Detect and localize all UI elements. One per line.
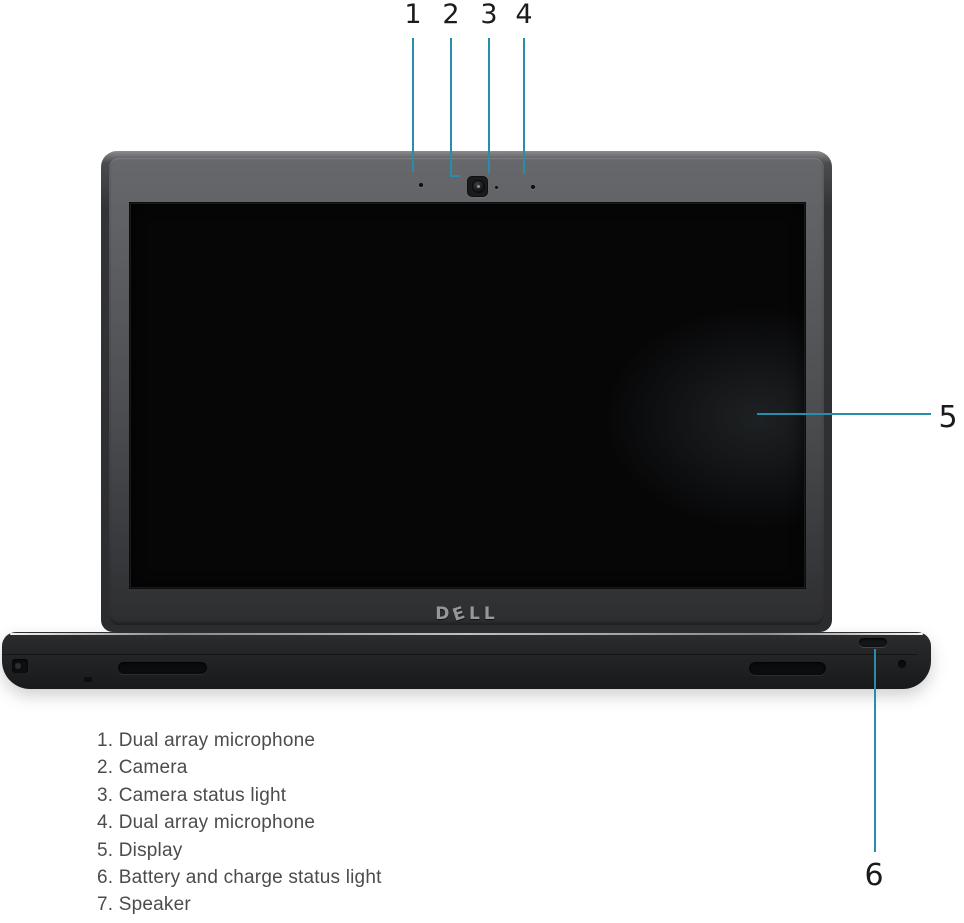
left-edge-vent [12,659,28,673]
legend-list: 1. Dual array microphone 2. Camera 3. Ca… [97,727,382,919]
callout-line-4 [523,38,525,174]
display-bezel: D E L L [109,158,824,626]
callout-line-2 [450,38,452,177]
base-edge-highlight [10,633,923,635]
right-edge-hole [898,660,906,668]
camera-module [467,176,488,197]
legend-item-3: 3. Camera status light [97,784,287,806]
callout-marker-2: 2 [442,0,460,30]
legend-item-2: 2. Camera [97,757,188,779]
callout-marker-4: 4 [515,0,533,30]
callout-line-5 [757,413,931,415]
logo-letter: L [469,604,483,624]
logo-letter: L [483,604,498,624]
camera-lens-icon [472,180,485,193]
callout-line-3 [488,38,490,173]
speaker-slot-right [749,662,826,675]
legend-item-6: 6. Battery and charge status light [97,867,382,889]
legend-item-5: 5. Display [97,839,183,861]
microphone-left-icon [419,183,423,187]
vent-screw-icon [15,663,21,669]
base-seam-line [2,654,917,655]
callout-marker-1: 1 [404,0,422,30]
callout-marker-6: 6 [864,858,884,893]
camera-lens-highlight [477,185,480,188]
callout-line-2-elbow [450,175,460,177]
display-screen [130,203,805,588]
laptop-base [2,632,931,689]
camera-status-light-icon [495,186,498,189]
callout-marker-3: 3 [480,0,498,30]
callout-line-1 [412,38,414,172]
legend-item-1: 1. Dual array microphone [97,730,316,751]
rubber-foot [84,677,92,682]
logo-letter: D [435,604,453,624]
laptop-lid: D E L L [101,151,832,632]
battery-status-light-icon [859,638,887,647]
microphone-right-icon [531,185,535,189]
callout-marker-5: 5 [938,400,958,435]
dell-logo: D E L L [109,602,824,626]
legend-item-7: 7. Speaker [97,894,191,916]
legend-item-4: 4. Dual array microphone [97,812,316,834]
speaker-slot-left [118,662,207,674]
callout-line-6 [874,649,876,852]
